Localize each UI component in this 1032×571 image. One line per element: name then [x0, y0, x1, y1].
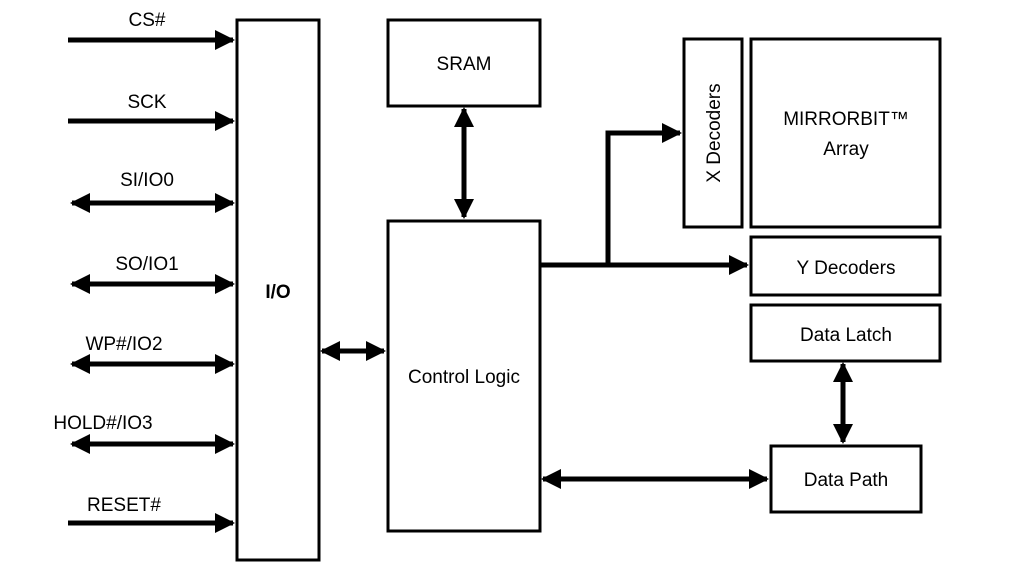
mirrorbit-array-block: MIRRORBIT™ Array — [749, 37, 942, 229]
data-latch-label: Data Latch — [800, 325, 892, 346]
sram-label: SRAM — [437, 54, 492, 75]
signal-sck: SCK — [68, 92, 235, 131]
so-io1-label: SO/IO1 — [115, 254, 178, 275]
x-decoders-block: X Decoders — [682, 37, 744, 229]
io-block: I/O — [235, 18, 321, 562]
reset-label: RESET# — [87, 495, 161, 516]
y-decoders-label: Y Decoders — [797, 258, 896, 279]
sram-block: SRAM — [386, 18, 542, 108]
x-decoders-label: X Decoders — [704, 83, 725, 182]
wp-io2-label: WP#/IO2 — [85, 334, 162, 355]
signal-cs: CS# — [68, 10, 235, 50]
io-label: I/O — [265, 282, 290, 303]
signal-hold-io3: HOLD#/IO3 — [53, 413, 235, 454]
data-latch-block: Data Latch — [749, 303, 942, 363]
si-io0-label: SI/IO0 — [120, 170, 174, 191]
control-logic-label: Control Logic — [408, 367, 520, 388]
array-label-line2: Array — [823, 139, 869, 160]
data-path-block: Data Path — [769, 444, 923, 514]
sck-label: SCK — [127, 92, 166, 113]
cs-label: CS# — [129, 10, 166, 31]
array-label-line1: MIRRORBIT™ — [783, 109, 909, 130]
y-decoders-block: Y Decoders — [749, 235, 942, 297]
signal-wp-io2: WP#/IO2 — [70, 334, 235, 374]
signal-reset: RESET# — [68, 495, 235, 533]
control-x-decoders-arrow — [605, 123, 682, 265]
data-path-label: Data Path — [804, 470, 889, 491]
signal-so-io1: SO/IO1 — [70, 254, 235, 294]
control-logic-block: Control Logic — [386, 219, 542, 533]
signal-si-io0: SI/IO0 — [70, 170, 235, 213]
hold-io3-label: HOLD#/IO3 — [53, 413, 152, 434]
